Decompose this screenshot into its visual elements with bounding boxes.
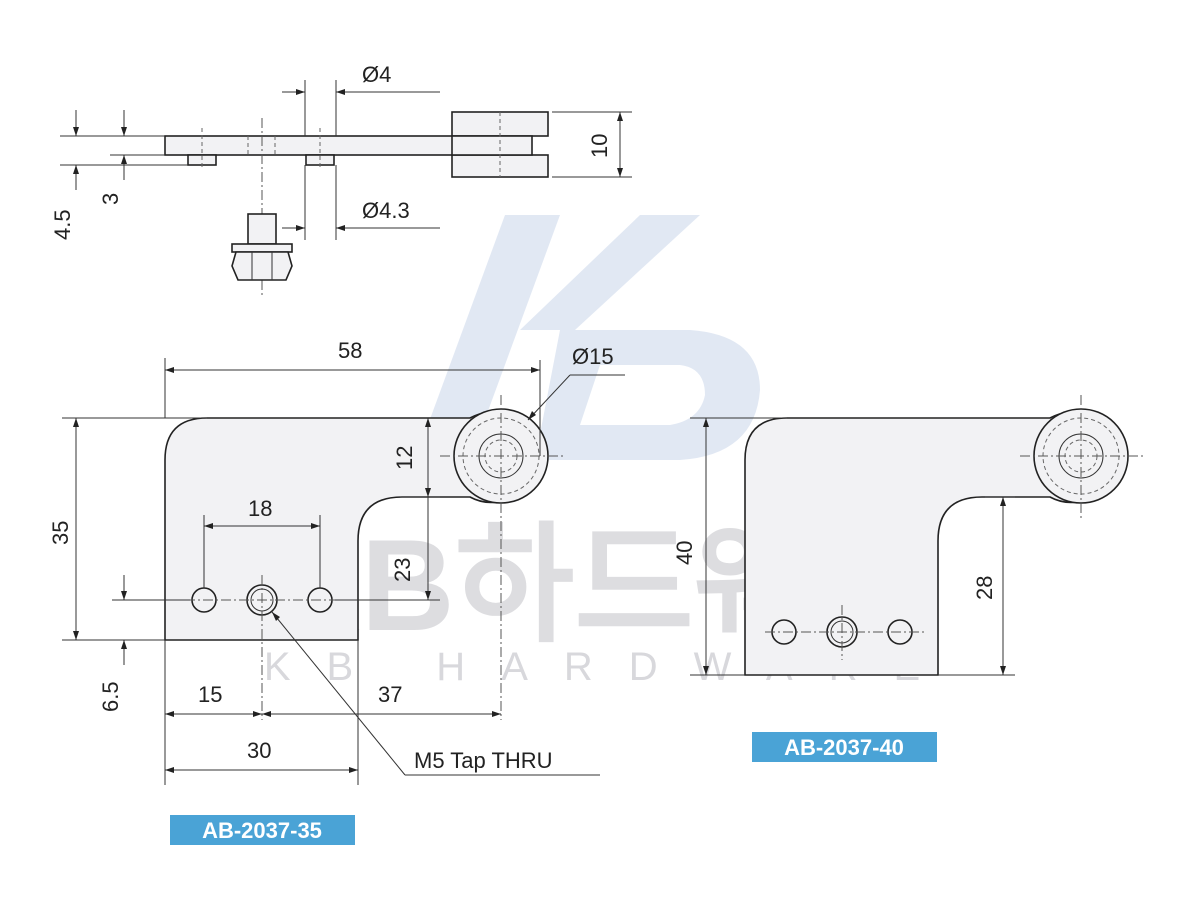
part-code-35: AB-2037-35 [202,818,322,843]
pin-hex-head [231,251,293,281]
dim-35-left-to-tap: 15 [198,682,222,707]
part-code-badge-35 [170,815,355,845]
part-code-badge-40 [752,732,937,762]
dim-40-height: 40 [672,541,697,565]
dim-hub-height: 10 [587,134,612,158]
dim-height-left: 4.5 [50,209,75,240]
dim-pin-diameter: Ø4.3 [362,198,410,223]
pin-shank [247,213,277,245]
pin-flange [231,243,293,253]
dim-35-hole-offset: 6.5 [98,681,123,712]
dim-35-boss-diameter: Ø15 [572,344,614,369]
dim-35-hole-height: 23 [390,558,415,582]
side-view: Ø4 Ø4.3 4.5 3 10 [50,62,632,295]
dim-plate-thickness: 3 [98,193,123,205]
tap-callout: M5 Tap THRU [414,748,553,773]
kb-logo-mark [415,215,760,460]
dim-40-hole-height: 28 [972,576,997,600]
dim-35-arm-width: 12 [392,446,417,470]
side-plate [164,135,456,156]
dim-35-width: 30 [247,738,271,763]
part-code-40: AB-2037-40 [784,735,904,760]
side-hub-bottom [451,154,549,178]
part-ab-2037-40: 40 28 AB-2037-40 [672,395,1145,762]
dim-35-tap-to-boss: 37 [378,682,402,707]
side-hub-middle [451,135,533,156]
part-ab-2037-35: 58 Ø15 35 12 23 18 [48,338,625,845]
dim-hole-diameter: Ø4 [362,62,391,87]
dim-35-hole-span: 18 [248,496,272,521]
dim-35-length: 58 [338,338,362,363]
dim-35-height: 35 [48,521,73,545]
